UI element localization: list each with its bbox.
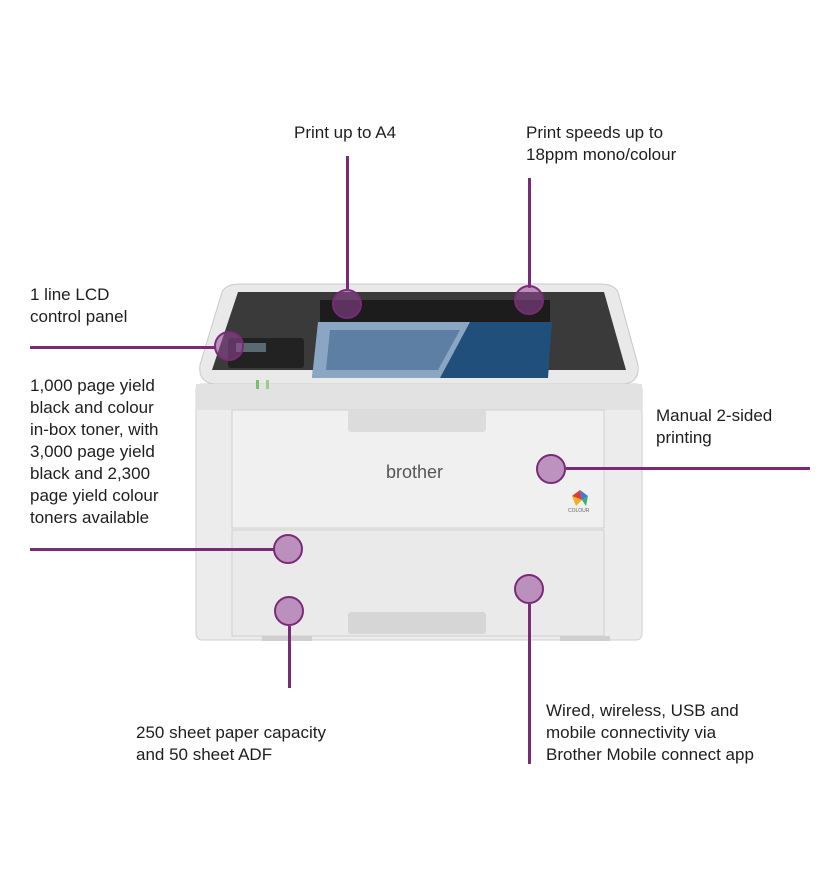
callout-dot-toner <box>273 534 303 564</box>
label-print-a4: Print up to A4 <box>294 123 397 142</box>
callout-line-a4 <box>346 156 349 289</box>
callout-line-toner <box>30 548 274 551</box>
label-paper-capacity: 250 sheet paper capacity and 50 sheet AD… <box>136 723 326 764</box>
colour-badge-icon <box>572 490 588 506</box>
colour-badge-label: COLOUR <box>568 508 590 514</box>
brand-logo: brother <box>386 462 444 482</box>
callout-dot-speed <box>514 285 544 315</box>
callout-line-speed <box>528 178 531 288</box>
callout-dot-paper <box>274 596 304 626</box>
callout-dot-lcd <box>214 331 244 361</box>
callout-dot-connectivity <box>514 574 544 604</box>
label-lcd-panel: 1 line LCD control panel <box>30 285 128 326</box>
label-print-speed: Print speeds up to 18ppm mono/colour <box>526 123 677 164</box>
callout-line-duplex <box>566 467 810 470</box>
label-toner-yield: 1,000 page yield black and colour in-box… <box>30 376 159 527</box>
label-duplex: Manual 2-sided printing <box>656 406 773 447</box>
callout-line-lcd <box>30 346 216 349</box>
callout-line-connectivity <box>528 604 531 764</box>
callout-dot-duplex <box>536 454 566 484</box>
label-connectivity: Wired, wireless, USB and mobile connecti… <box>546 701 754 764</box>
callout-dot-a4 <box>332 289 362 319</box>
callout-line-paper <box>288 626 291 688</box>
